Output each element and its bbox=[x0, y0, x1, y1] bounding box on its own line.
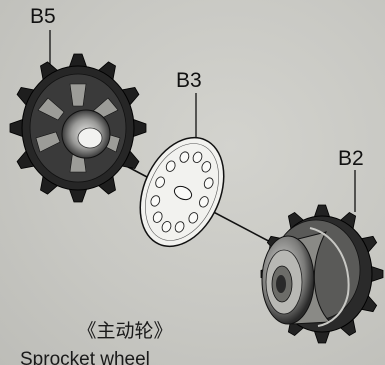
caption-english: Sprocket wheel bbox=[20, 349, 150, 365]
washer-hole bbox=[152, 211, 163, 223]
washer-hole bbox=[179, 151, 190, 163]
label-b5: B5 bbox=[30, 5, 56, 28]
sprocket-b5 bbox=[9, 53, 147, 203]
washer-b3 bbox=[139, 136, 225, 248]
washer-hole bbox=[155, 176, 165, 188]
washer-hole bbox=[201, 161, 212, 173]
washer-hole bbox=[203, 177, 214, 189]
label-b3: B3 bbox=[176, 69, 202, 92]
washer-hole bbox=[192, 151, 203, 163]
caption-chinese: 《主动轮》 bbox=[77, 320, 173, 342]
label-b2: B2 bbox=[338, 147, 364, 170]
washer-hole bbox=[188, 212, 199, 224]
washer-hole bbox=[165, 160, 176, 172]
washer-hole bbox=[150, 195, 161, 207]
washer-hole bbox=[161, 221, 172, 233]
washer-hole bbox=[199, 196, 209, 208]
washer-hole bbox=[174, 221, 185, 233]
sprocket-b2 bbox=[260, 204, 384, 344]
